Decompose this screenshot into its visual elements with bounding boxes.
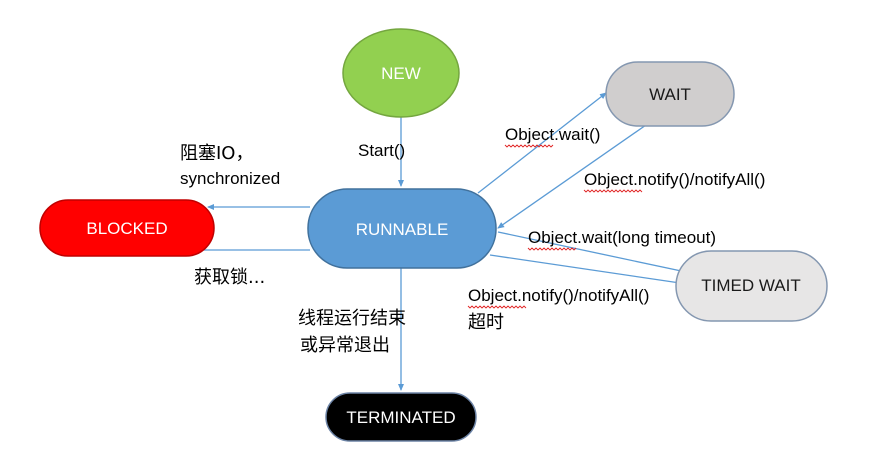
edge-timed-wait-to-runnable (489, 254, 681, 284)
node-new-shape (342, 28, 460, 118)
label-start: Start() (358, 141, 405, 160)
node-runnable-shape (307, 188, 497, 269)
squiggle-1 (504, 144, 554, 148)
node-blocked-shape (39, 199, 215, 257)
node-terminated-shape (325, 392, 477, 442)
node-timed-wait: TIMED WAIT (675, 250, 828, 322)
edge-labels: Start() 阻塞IO， synchronized 获取锁... Object… (180, 125, 765, 356)
label-object-notify-timed: Object.notify()/notifyAll() (468, 286, 649, 305)
node-wait-shape (605, 61, 735, 127)
edge-runnable-to-timed-wait (497, 231, 687, 274)
label-blocking-io: 阻塞IO， (180, 143, 253, 164)
label-synchronized: synchronized (180, 169, 280, 188)
label-object-wait: Object.wait() (505, 125, 600, 144)
node-timed-wait-shape (675, 250, 828, 322)
node-wait: WAIT (605, 61, 735, 127)
label-acquire-lock: 获取锁... (194, 267, 265, 288)
label-object-notify-wait: Object.notify()/notifyAll() (584, 170, 765, 189)
node-new: NEW (342, 28, 460, 118)
node-terminated-label: TERMINATED (346, 408, 455, 427)
squiggle-2 (583, 189, 643, 193)
node-blocked: BLOCKED (39, 199, 215, 257)
squiggle-4 (467, 305, 527, 309)
node-terminated: TERMINATED (325, 392, 477, 442)
label-thread-end-line1: 线程运行结束 (298, 308, 406, 329)
node-new-label: NEW (381, 64, 421, 83)
node-runnable-label: RUNNABLE (356, 220, 449, 239)
node-runnable: RUNNABLE (307, 188, 497, 269)
label-timeout: 超时 (468, 312, 504, 333)
edge-wait-to-runnable (497, 124, 647, 229)
edge-runnable-to-wait (477, 92, 607, 194)
edges (204, 92, 687, 391)
node-timed-wait-label: TIMED WAIT (701, 276, 800, 295)
squiggle-3 (527, 247, 577, 251)
label-object-wait-timeout: Object.wait(long timeout) (528, 228, 716, 247)
node-blocked-label: BLOCKED (86, 219, 167, 238)
label-thread-end-line2: 或异常退出 (300, 335, 390, 356)
spellcheck-underlines (467, 144, 643, 309)
node-wait-label: WAIT (649, 85, 691, 104)
